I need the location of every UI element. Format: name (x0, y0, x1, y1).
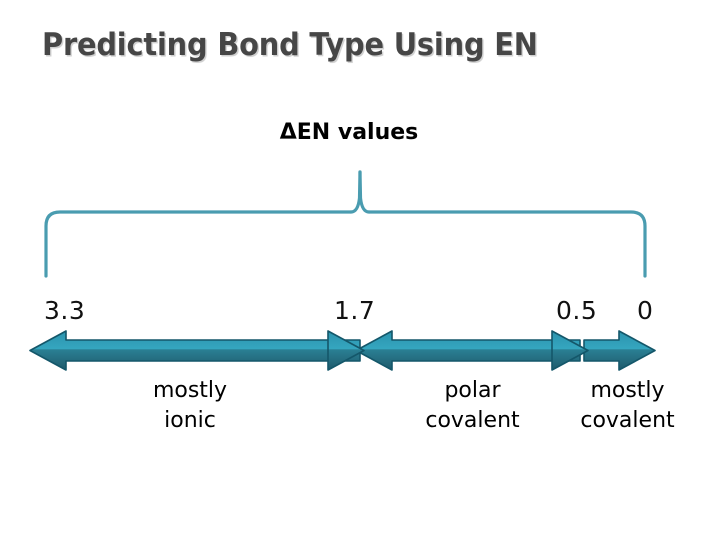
page-title: Predicting Bond Type Using EN (42, 27, 538, 63)
tick-label-3-3: 3.3 (44, 296, 86, 325)
arrow-band-container (0, 326, 720, 376)
region-label-line1: mostly (590, 378, 665, 403)
region-label-polar-covalent: polar covalent (385, 376, 560, 436)
region-label-line1: polar (444, 378, 501, 403)
arrow-right-junction-icon (327, 330, 365, 371)
region-label-mostly-ionic: mostly ionic (100, 376, 280, 436)
double-arrow-band-icon (29, 330, 656, 371)
curly-brace-icon (44, 170, 647, 278)
region-label-line2: covalent (580, 408, 675, 433)
region-label-line1: mostly (152, 378, 228, 403)
subtitle-en-values: ΔEN values (279, 120, 419, 145)
arrow-right-icon (583, 330, 656, 371)
arrow-right-junction-icon-2 (551, 330, 589, 371)
tick-label-0-5: 0.5 (556, 296, 598, 325)
tick-label-0: 0 (637, 296, 654, 325)
tick-label-1-7: 1.7 (334, 296, 376, 325)
region-label-line2: ionic (164, 408, 216, 433)
brace-container (0, 160, 720, 290)
region-label-mostly-covalent: mostly covalent (540, 376, 715, 436)
arrow-left-icon-2 (355, 330, 581, 371)
arrow-left-icon (29, 330, 361, 371)
region-label-line2: covalent (425, 408, 520, 433)
